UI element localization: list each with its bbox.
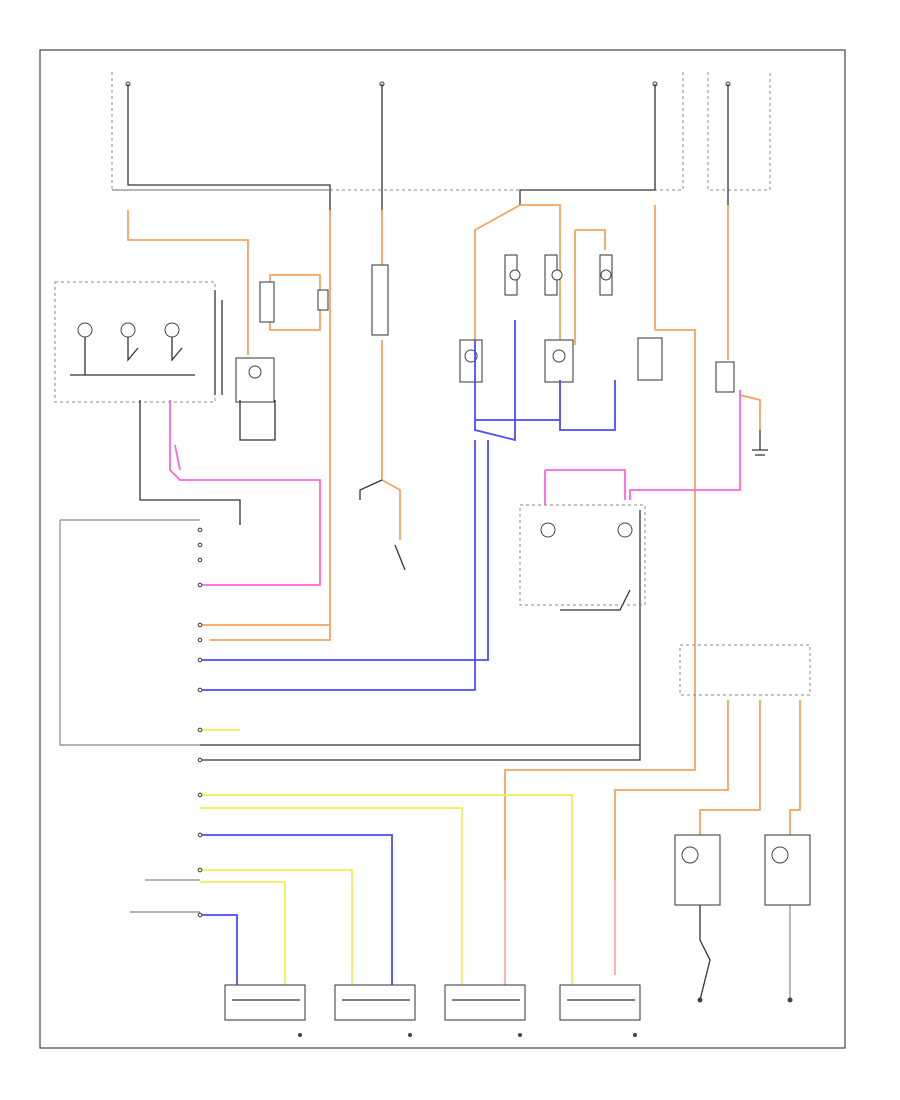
diagram-frame — [39, 49, 846, 1049]
salmon-wires — [504, 880, 616, 985]
right-module — [679, 644, 811, 696]
left-switch-block — [54, 281, 216, 403]
fuse-block-outline — [111, 72, 684, 191]
bottom-switch-modules — [224, 984, 641, 1037]
ground-right — [752, 430, 768, 456]
left-switch-bulbs — [70, 290, 223, 395]
center-lamps — [259, 254, 613, 336]
relay-left — [235, 357, 275, 403]
connector-left-pins — [197, 527, 203, 918]
fuse-taps — [125, 81, 731, 87]
bottom-right-lamps — [674, 834, 811, 1003]
relay-left-bulb — [248, 365, 262, 379]
pink-wires — [169, 390, 741, 586]
switch-pair — [519, 504, 646, 606]
fuse-block-outline-right — [707, 72, 771, 191]
black-wires — [59, 400, 791, 1001]
switch-bulb-2 — [617, 522, 633, 538]
orange-wires — [127, 204, 801, 880]
fuse-feed-wires — [112, 84, 729, 215]
yellow-wires — [200, 729, 573, 985]
cluster-lamps — [459, 337, 663, 383]
switch-bulb-1 — [540, 522, 556, 538]
right-relay — [715, 361, 735, 393]
blue-wires — [200, 320, 616, 985]
